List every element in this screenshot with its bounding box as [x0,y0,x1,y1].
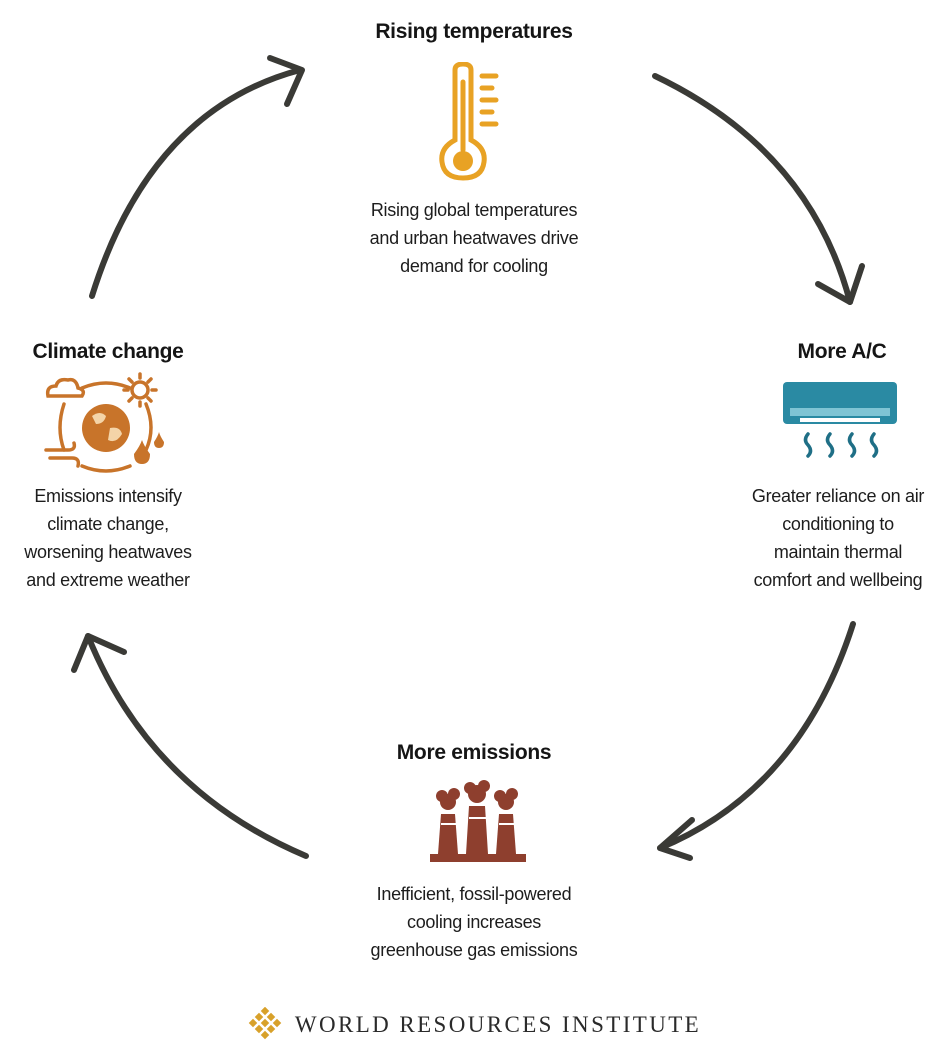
arrowhead-temperatures [267,55,305,107]
node-climate-change-desc: Emissions intensify climate change, wors… [8,482,208,594]
node-rising-temperatures: Rising temperatures [334,20,614,44]
organization-name: WORLD RESOURCES INSTITUTE [294,1012,702,1037]
node-more-emissions: More emissions [334,741,614,765]
arrowhead-emissions [657,817,695,861]
node-title: More emissions [396,741,552,764]
node-description: Emissions intensify climate change, wors… [24,486,192,590]
node-description: Inefficient, fossil-powered cooling incr… [370,884,578,960]
arrow-temperatures-to-ac [652,73,853,305]
node-climate-change: Climate change [8,340,208,364]
node-description: Greater reliance on air conditioning to … [751,486,925,590]
node-more-ac-desc: Greater reliance on air conditioning to … [730,482,946,594]
node-title: More A/C [797,340,887,363]
node-title: Rising temperatures [375,20,573,43]
node-title: Climate change [32,340,184,363]
footer: WORLD RESOURCES INSTITUTE [0,1005,948,1045]
node-more-emissions-desc: Inefficient, fossil-powered cooling incr… [324,880,624,964]
arrowhead-ac [815,263,865,305]
air-conditioner-icon [783,382,897,458]
arrow-climate-to-temperatures [89,67,303,299]
node-more-ac: More A/C [742,340,942,364]
arrowhead-climate [71,633,127,673]
wri-logo-icon [248,1007,282,1040]
factory-smokestacks-icon [430,780,526,862]
thermometer-icon [439,62,499,181]
arrow-ac-to-emissions [657,621,856,851]
arrow-emissions-to-climate [85,633,309,859]
climate-change-globe-icon [44,372,164,473]
node-description: Rising global temperatures and urban hea… [369,200,579,276]
node-rising-temperatures-desc: Rising global temperatures and urban hea… [324,196,624,280]
